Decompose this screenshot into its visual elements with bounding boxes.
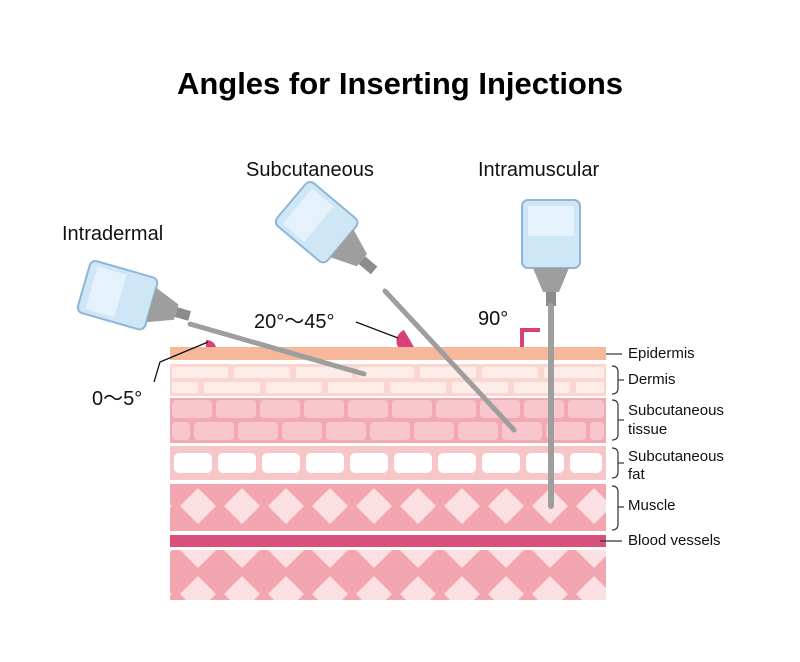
- subcutaneous-tissue-layer: [170, 398, 606, 443]
- subcutaneous-label: Subcutaneous: [246, 159, 374, 181]
- lower-muscle-layer: [170, 550, 606, 600]
- dermis-layer: [170, 364, 606, 396]
- subcutaneous-fat-label-line1: Subcutaneous: [628, 448, 724, 465]
- intradermal-angle-leader: [153, 341, 209, 383]
- intramuscular-angle-label: 90°: [478, 308, 509, 330]
- muscle-label: Muscle: [628, 497, 676, 514]
- intradermal-angle-label: 0〜5°: [92, 388, 143, 410]
- subcutaneous-fat-layer: [170, 446, 606, 480]
- blood-vessel-layer: [170, 535, 606, 547]
- dermis-label: Dermis: [628, 371, 676, 388]
- epidermis-label: Epidermis: [628, 345, 695, 362]
- blood-vessels-label: Blood vessels: [628, 532, 721, 549]
- intramuscular-label: Intramuscular: [478, 159, 600, 181]
- intramuscular-syringe: [521, 199, 581, 509]
- epidermis-layer: [170, 347, 606, 360]
- intramuscular-angle-mark-inner: [524, 332, 540, 347]
- subcutaneous-syringe: [274, 181, 517, 433]
- subcutaneous-fat-label-line2: fat: [628, 466, 645, 483]
- page-title: Angles for Inserting Injections: [176, 66, 624, 101]
- subcutaneous-tissue-label-line2: tissue: [628, 421, 668, 438]
- layer-brackets: [600, 353, 624, 542]
- subcutaneous-angle-label: 20°〜45°: [254, 311, 335, 333]
- subcutaneous-angle-leader: [355, 321, 399, 339]
- subcutaneous-tissue-label-line1: Subcutaneous: [628, 402, 724, 419]
- intradermal-label: Intradermal: [62, 223, 164, 245]
- intradermal-syringe: [76, 260, 367, 377]
- subcutaneous-angle-mark: [396, 330, 414, 347]
- muscle-layer: [170, 484, 606, 531]
- intradermal-angle-mark: [206, 339, 216, 347]
